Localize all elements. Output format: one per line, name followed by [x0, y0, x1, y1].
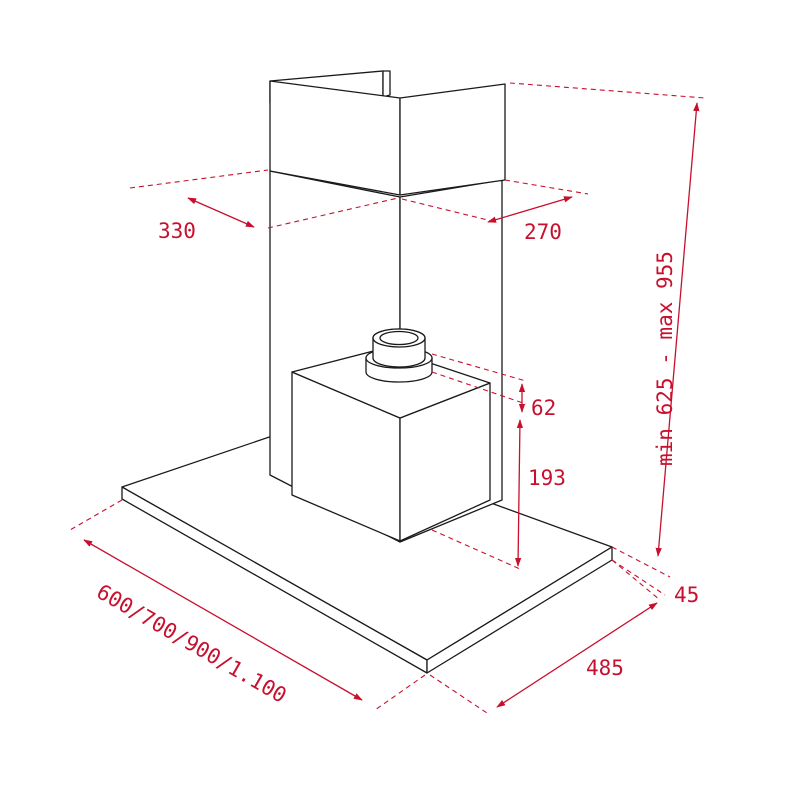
dim-collar-height: 62 — [431, 353, 556, 420]
hood-drawing — [121, 70, 613, 674]
dim-box-height: 193 — [431, 419, 566, 570]
motor-box — [291, 347, 491, 542]
label-270: 270 — [524, 220, 562, 244]
upper-chimney — [269, 70, 506, 196]
label-45: 45 — [674, 583, 699, 607]
duct-collar — [365, 328, 433, 383]
dim-height-range: min 625 - max 955 — [509, 82, 706, 578]
label-62: 62 — [531, 396, 556, 420]
label-330: 330 — [158, 219, 196, 243]
label-193: 193 — [528, 466, 566, 490]
label-canopy-widths: 600/700/900/1.100 — [93, 580, 291, 708]
label-485: 485 — [586, 656, 624, 680]
dim-canopy-depth: 485 — [429, 559, 661, 716]
dim-chimney-width: 330 — [129, 169, 399, 243]
label-height-range: min 625 - max 955 — [653, 251, 677, 466]
dim-canopy-thickness: 45 — [611, 559, 699, 607]
dim-chimney-depth: 270 — [401, 179, 589, 244]
